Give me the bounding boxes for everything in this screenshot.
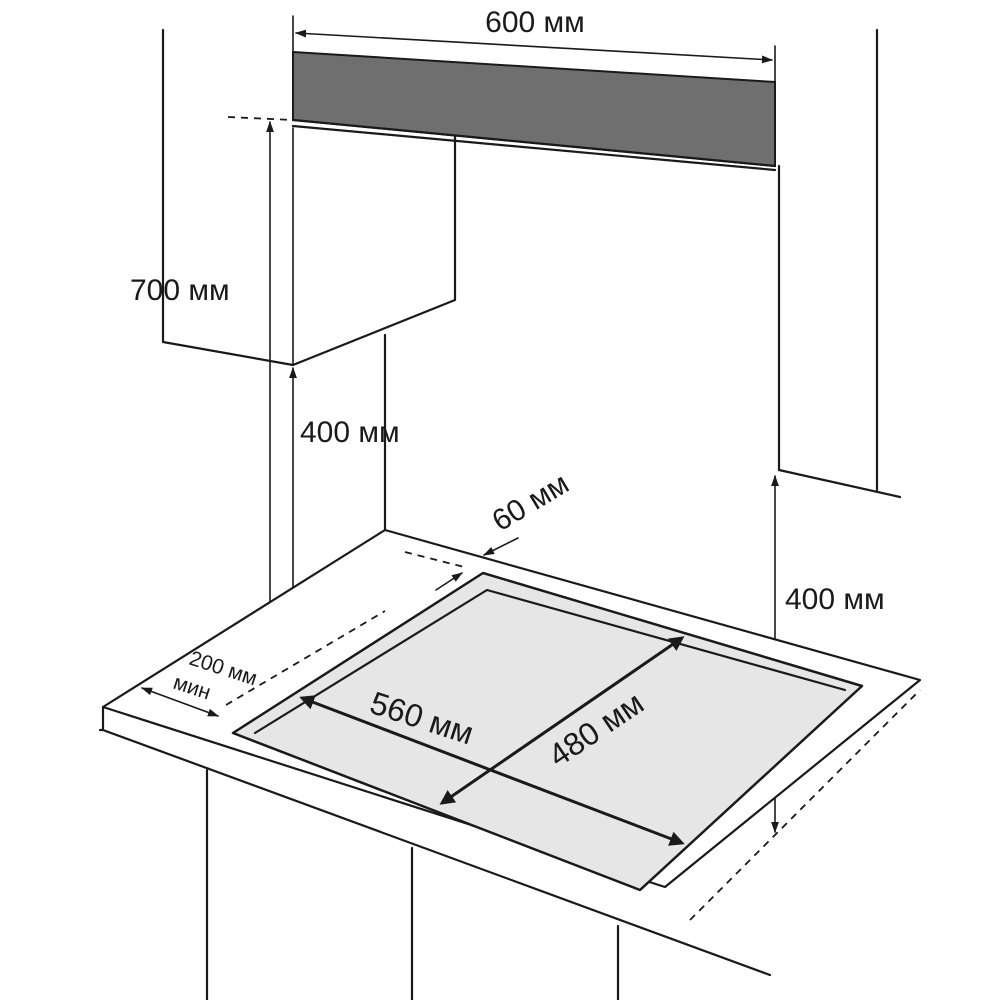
cooker-hood [291, 50, 777, 172]
dimension-400-left: 400 мм [289, 127, 400, 667]
label-400-left: 400 мм [300, 416, 400, 449]
label-60: 60 мм [487, 467, 575, 538]
label-700: 700 мм [130, 274, 230, 307]
cutout-guides [225, 551, 921, 921]
dimension-700: 700 мм [130, 116, 294, 665]
label-400-right: 400 мм [785, 583, 885, 616]
dimension-600: 600 мм [292, 6, 776, 83]
label-600: 600 мм [485, 6, 585, 39]
